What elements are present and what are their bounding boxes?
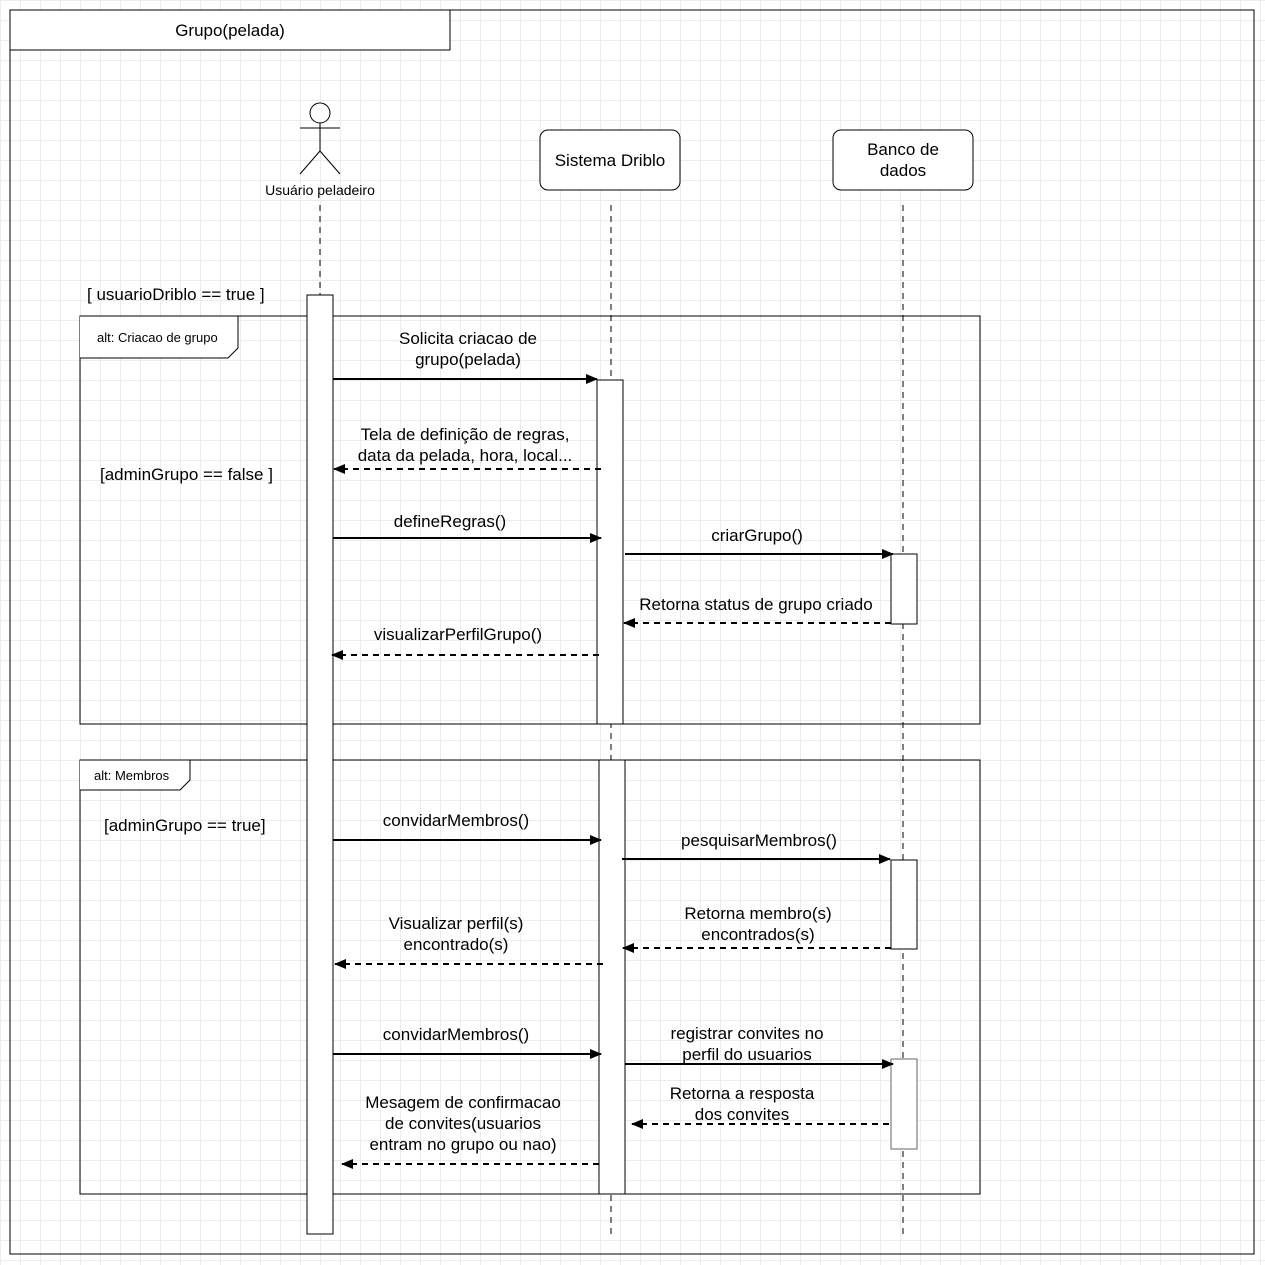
activation-database-2 — [890, 859, 918, 950]
message-m1: Solicita criacao de grupo(pelada) — [399, 329, 537, 369]
message-m2: Tela de definição de regras, data da pel… — [357, 425, 573, 465]
guard-admin-true: [adminGrupo == true] — [104, 816, 266, 835]
activation-database-1 — [890, 553, 918, 625]
fragment-criacao — [79, 315, 981, 725]
fragment-membros-label: alt: Membros — [94, 768, 170, 783]
message-m8: pesquisarMembros() — [681, 831, 837, 850]
message-m10: Visualizar perfil(s) encontrado(s) — [388, 914, 524, 954]
frame-title-box — [9, 9, 451, 51]
fragment-membros — [79, 759, 981, 1195]
message-m7: convidarMembros() — [382, 811, 530, 830]
message-m5: Retorna status de grupo criado — [639, 595, 873, 614]
participant-database-box — [832, 129, 974, 191]
message-m6: visualizarPerfilGrupo() — [373, 625, 543, 644]
participant-actor-label: Usuário peladeiro — [265, 182, 375, 198]
message-m14: Mesagem de confirmacao de convites(usuar… — [365, 1093, 561, 1154]
fragment-membros-tab — [80, 759, 191, 791]
message-m3: defineRegras() — [393, 512, 507, 531]
message-m12: registrar convites no perfil do usuarios — [670, 1024, 824, 1064]
guard-usuario-driblo: [ usuarioDriblo == true ] — [87, 285, 265, 304]
participant-system-label: Sistema Driblo — [554, 151, 666, 170]
participant-database-label: Banco de dados — [867, 140, 939, 180]
actor-icon — [299, 102, 341, 175]
message-m13: Retorna a resposta dos convites — [669, 1084, 815, 1124]
frame-title: Grupo(pelada) — [175, 21, 285, 40]
participant-system-box — [539, 129, 681, 191]
message-m11: convidarMembros() — [382, 1025, 530, 1044]
activation-system-1 — [596, 379, 624, 725]
activation-actor — [306, 294, 334, 1235]
activation-system-2 — [598, 759, 626, 1195]
fragment-criacao-label: alt: Criacao de grupo — [97, 330, 218, 345]
message-m9: Retorna membro(s) encontrados(s) — [684, 904, 832, 944]
message-m4: criarGrupo() — [711, 526, 803, 545]
guard-admin-false: [adminGrupo == false ] — [100, 465, 273, 484]
activation-database-3 — [890, 1058, 918, 1150]
outer-frame — [9, 9, 1255, 1255]
fragment-criacao-tab — [80, 315, 239, 359]
